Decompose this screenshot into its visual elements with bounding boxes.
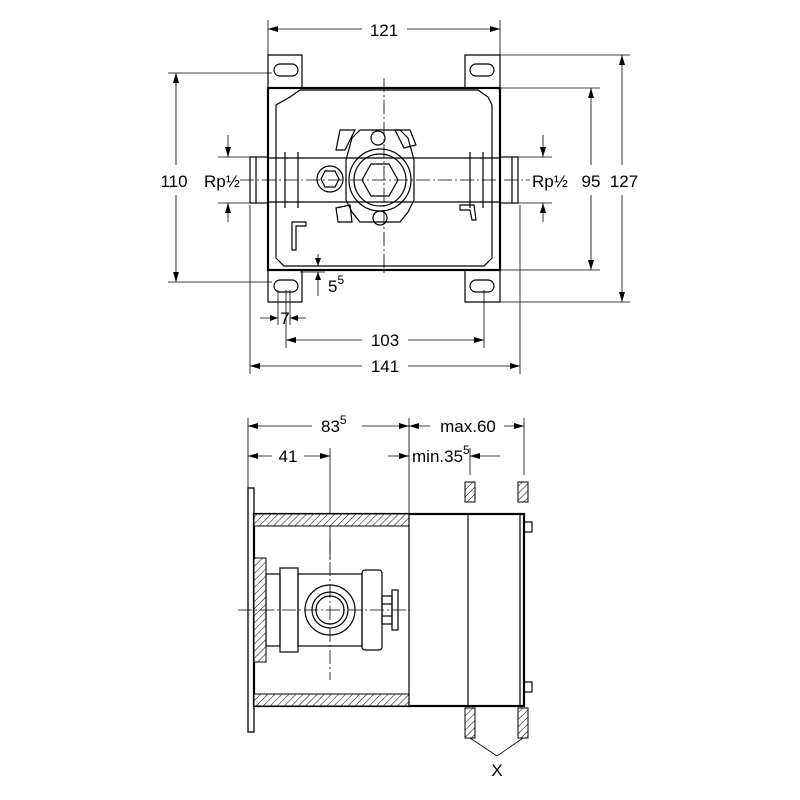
dim-depth-total-label: 835 [321,413,347,436]
dim-depth-axis-label: 41 [279,447,298,466]
dim-depth-axis: 41 [248,447,331,560]
dim-height-left: 110 [160,72,272,283]
side-view: 835 41 max.60 min.355 [238,413,533,780]
valve-assembly [238,540,410,680]
dim-thread-left: Rp½ [204,135,252,222]
box-body [252,512,533,708]
dim-height-inner: 95 [500,87,601,271]
dim-thread-right-label: Rp½ [532,172,568,191]
slot-hole [273,63,299,77]
dim-width-overall: 141 [249,205,521,376]
dim-height-outer: 127 [500,54,638,303]
dim-width-top-label: 121 [370,21,398,40]
mounting-tabs [267,54,501,303]
dim-hole-spacing-label: 103 [371,331,399,350]
mounting-box [240,78,530,276]
dim-width-top: 121 [267,20,501,60]
dim-offset-small-label: 55 [328,273,344,296]
dim-offset-small: 55 [300,254,344,296]
dim-thread-right: Rp½ [518,135,568,222]
dim-height-left-label: 110 [160,172,187,191]
top-view: 121 [160,20,638,376]
dim-width-overall-label: 141 [371,357,399,376]
wall-panels [464,481,529,739]
wall-label-x: X [469,737,524,780]
slot-hole [469,279,495,293]
dim-slot-width: 7 [260,290,306,328]
slot-hole [469,63,495,77]
dim-thread-left-label: Rp½ [204,172,240,191]
dim-wall-max: max.60 [409,417,525,475]
dim-height-outer-label: 127 [610,172,638,191]
dim-wall-min: min.355 [388,443,500,475]
dim-hole-spacing: 103 [285,290,485,350]
wall-label-x-text: X [491,761,502,780]
dim-depth-total: 835 [247,413,410,518]
dim-wall-min-label: min.355 [412,443,470,466]
dim-wall-max-label: max.60 [440,417,496,436]
dim-slot-width-label: 7 [280,309,289,328]
dim-height-inner-label: 95 [582,172,601,191]
